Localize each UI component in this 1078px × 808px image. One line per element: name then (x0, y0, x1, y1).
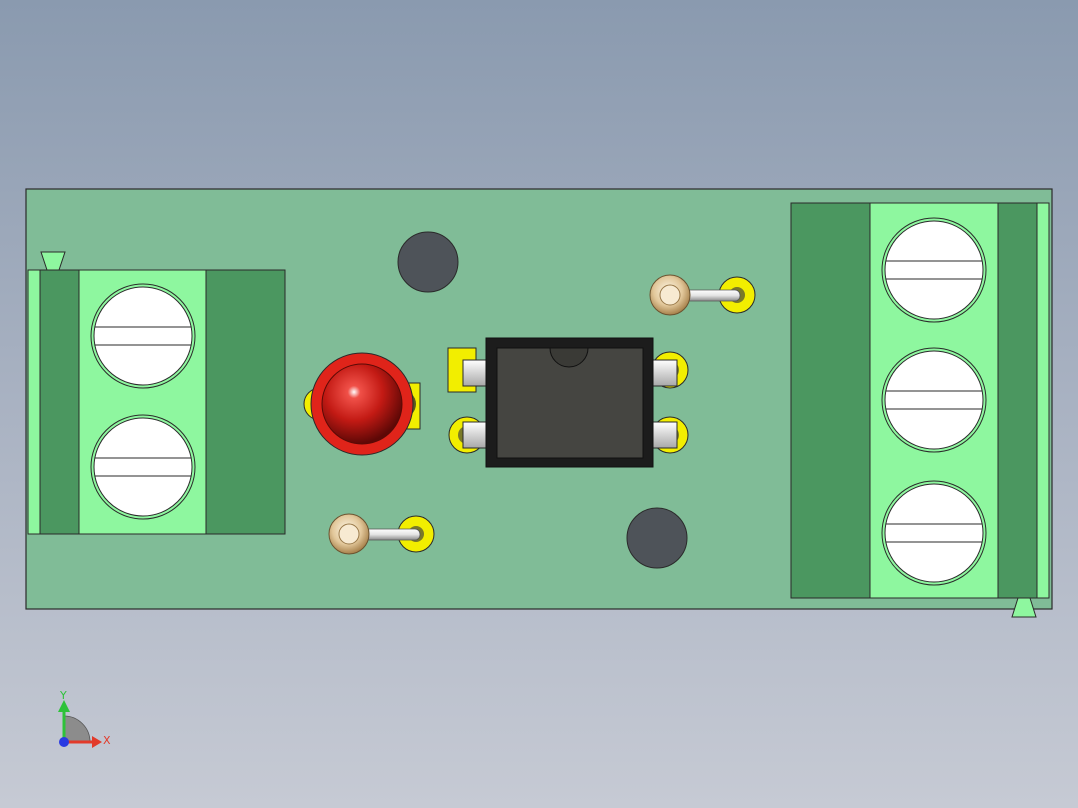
terminal-screw-left-2[interactable] (90, 414, 196, 520)
terminal-screw-left-1[interactable] (90, 283, 196, 389)
terminal-screw-right-1[interactable] (881, 217, 987, 323)
axis-label-x: X (103, 734, 111, 747)
terminal-block-left[interactable] (27, 251, 286, 535)
terminal-block-right[interactable] (790, 202, 1050, 618)
axis-triad (58, 700, 102, 748)
pin1-marker-left (40, 251, 66, 271)
mounting-hole-top (397, 231, 459, 293)
pin1-marker-right (1011, 597, 1037, 618)
led-red[interactable] (303, 352, 421, 456)
terminal-screw-right-2[interactable] (881, 347, 987, 453)
ic-chip[interactable] (447, 337, 689, 468)
ic-notch (549, 347, 589, 368)
terminal-screw-right-3[interactable] (881, 480, 987, 586)
mounting-hole-bottom (626, 507, 688, 569)
resistor-top[interactable] (649, 274, 756, 316)
resistor-bottom[interactable] (328, 513, 435, 555)
axis-label-y: Y (59, 689, 67, 702)
